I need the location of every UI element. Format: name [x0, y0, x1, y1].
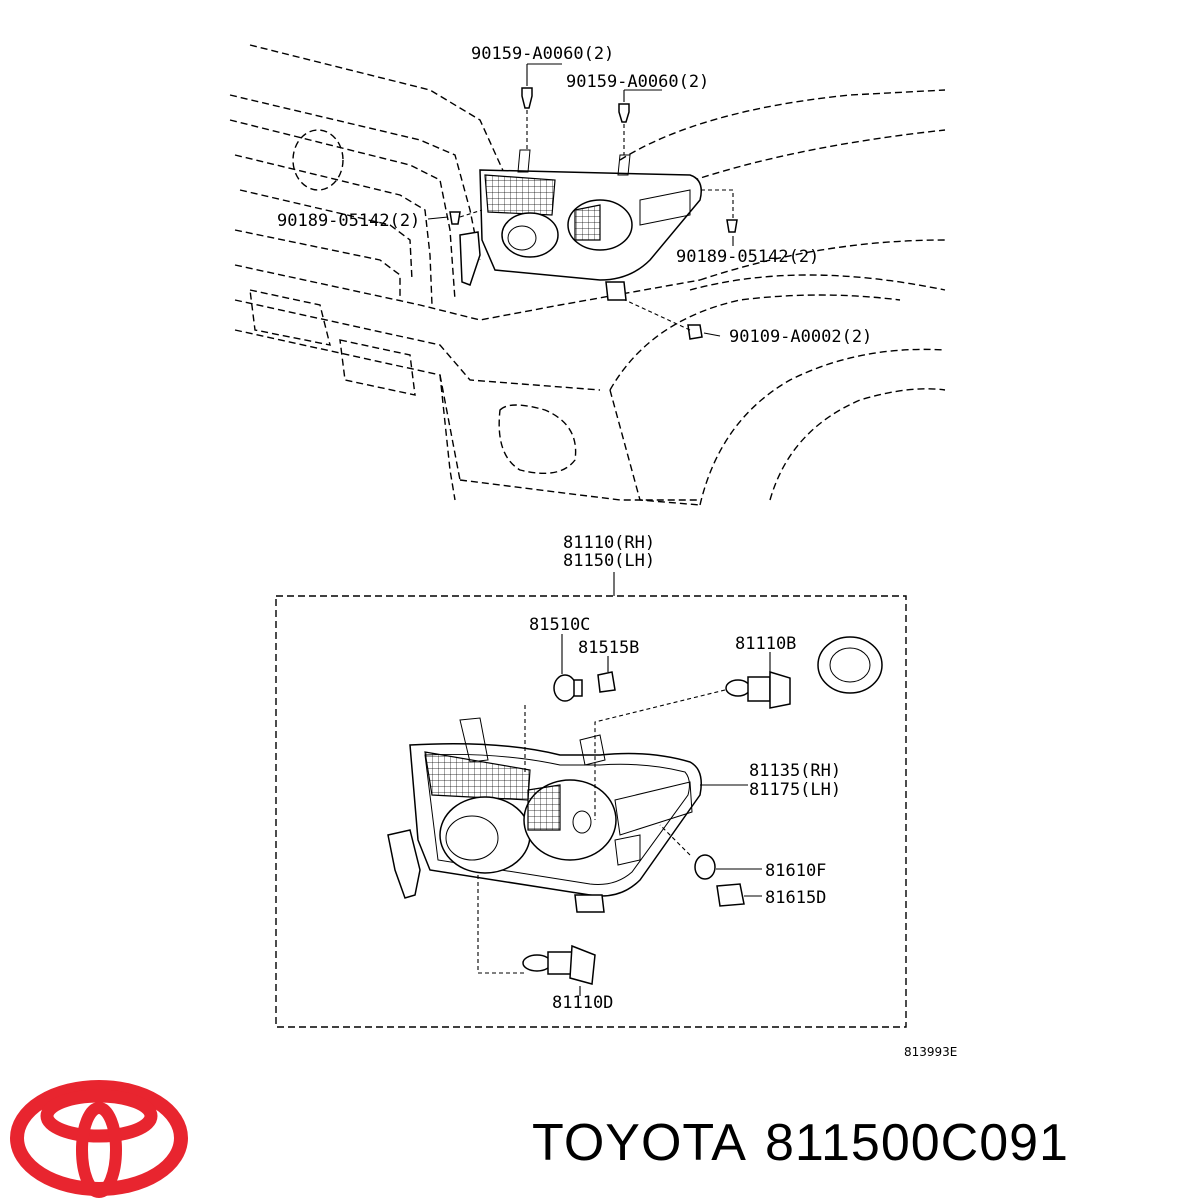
exploded-view-frame	[275, 595, 907, 1028]
socket-81515b-icon	[597, 671, 616, 693]
socket-81615d-icon	[716, 883, 745, 907]
top-leader-lines	[427, 63, 734, 337]
diagram-reference: 813993E	[904, 1045, 957, 1059]
brand-name: TOYOTA	[532, 1114, 747, 1172]
callout-screw-top-right: 90159-A0060(2)	[566, 72, 709, 92]
callout-socket-side: 81615D	[765, 888, 826, 908]
seal-cap-icon	[817, 636, 883, 694]
callout-assembly-lh: 81150(LH)	[563, 551, 655, 571]
callout-bulb-low: 81110D	[552, 993, 613, 1013]
callout-socket-small: 81515B	[578, 638, 639, 658]
toyota-logo	[10, 1080, 188, 1198]
callout-assembly-rh: 81110(RH)	[563, 533, 655, 553]
callout-screw-top-left: 90159-A0060(2)	[471, 44, 614, 64]
bulb-81110b-icon	[725, 670, 791, 709]
installed-headlamp	[459, 149, 702, 301]
bulb-81510c-icon	[553, 674, 583, 702]
callout-clip-left: 90189-05142(2)	[277, 211, 420, 231]
bulb-81610f-icon	[694, 854, 716, 880]
callout-housing-rh: 81135(RH)	[749, 761, 841, 781]
callout-bulb-high: 81110B	[735, 634, 796, 654]
exploded-headlamp	[387, 717, 702, 913]
callout-bulb-socket-small: 81510C	[529, 615, 590, 635]
part-number: 811500C091	[765, 1114, 1069, 1172]
fastener-icons	[449, 87, 738, 340]
callout-housing-lh: 81175(LH)	[749, 780, 841, 800]
callout-bolt-lower: 90109-A0002(2)	[729, 327, 872, 347]
callout-bulb-side: 81610F	[765, 861, 826, 881]
bulb-81110d-icon	[522, 944, 596, 985]
product-caption: TOYOTA 811500C091	[532, 1108, 1192, 1178]
callout-clip-right: 90189-05142(2)	[676, 247, 819, 267]
exploded-leader-lines	[477, 634, 771, 996]
